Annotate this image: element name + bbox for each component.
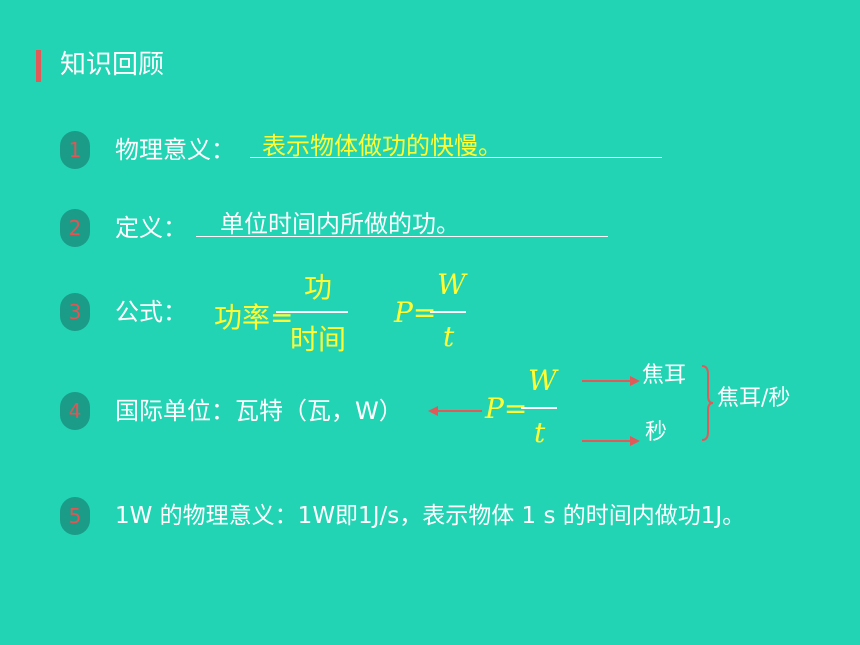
item-1-answer: 表示物体做功的快慢。 [262, 132, 502, 160]
item-number-4: 4 [60, 392, 90, 430]
item-5-text: 1W 的物理意义：1W即1J/s，表示物体 1 s 的时间内做功1J。 [115, 503, 746, 529]
item-number-2: 2 [60, 209, 90, 247]
arrow-head-right-top [630, 376, 640, 386]
arrow-to-second [582, 440, 630, 442]
unit-combined: 焦耳/秒 [717, 386, 791, 411]
item-1-underline [250, 157, 662, 158]
arrow-to-joule [582, 380, 630, 382]
item-1-label: 物理意义： [115, 136, 235, 164]
item-3-label: 公式： [115, 298, 187, 326]
item-2-label: 定义： [115, 214, 187, 242]
item-number-1: 1 [60, 131, 90, 169]
title-accent-bar [36, 50, 41, 82]
item-2-answer: 单位时间内所做的功。 [220, 210, 460, 238]
arrow-head-right-bottom [630, 436, 640, 446]
formula-sym-lhs: P= [394, 296, 437, 329]
formula-sym-denominator: t [443, 320, 455, 353]
formula-sym-numerator-4: W [528, 364, 557, 397]
item-number-5: 5 [60, 497, 90, 535]
formula-sym-numerator: W [437, 268, 466, 301]
item-number-3: 3 [60, 293, 90, 331]
item-4-label: 国际单位：瓦特（瓦，W） [115, 397, 403, 425]
item-2-underline [196, 236, 608, 237]
arrow-to-unit [438, 410, 482, 412]
formula-sym-fraction-line-4 [521, 407, 557, 409]
arrow-head-left [428, 406, 438, 416]
formula-sym-denominator-4: t [534, 416, 546, 449]
formula-sym-fraction-line [430, 311, 466, 313]
formula-word-numerator: 功 [304, 271, 333, 304]
formula-sym-lhs-4: P= [485, 392, 528, 425]
unit-bottom: 秒 [645, 420, 668, 445]
right-brace [701, 365, 714, 441]
section-title: 知识回顾 [60, 50, 165, 80]
formula-word-fraction-line [276, 311, 348, 313]
unit-top: 焦耳 [642, 363, 687, 388]
formula-word-denominator: 时间 [290, 323, 347, 356]
formula-word-lhs: 功率= [214, 301, 294, 334]
